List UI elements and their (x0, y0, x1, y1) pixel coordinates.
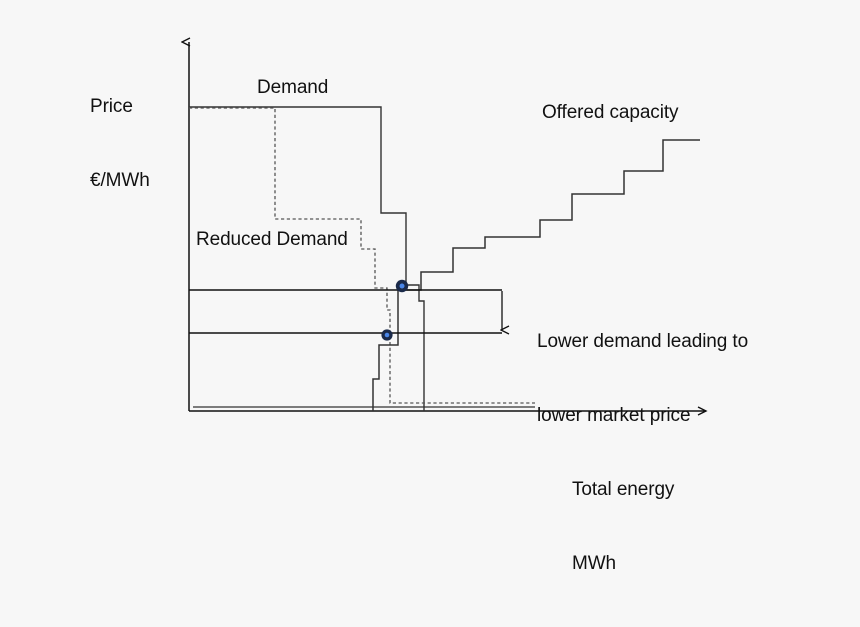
y-axis-label-line2: €/MWh (90, 170, 150, 192)
demand-curve (189, 106, 425, 411)
market-clearing-diagram (0, 0, 708, 416)
diagram-canvas: Price €/MWh Total energy MWh Demand Redu… (0, 0, 748, 574)
offered-capacity-label: Offered capacity (542, 102, 679, 123)
reduced-demand-curve (189, 107, 535, 404)
price-drop-annotation: Lower demand leading to lower market pri… (537, 281, 748, 479)
price-drop-annotation-line2: lower market price (537, 405, 691, 427)
axis-group (189, 42, 708, 416)
x-axis-label-line1: Total energy (572, 479, 675, 501)
offered-capacity-curve (372, 139, 700, 411)
equilibrium-point-reduced (381, 329, 393, 341)
demand-curve-label: Demand (257, 77, 329, 98)
equilibrium-markers (381, 279, 409, 341)
x-axis-label-line2: MWh (572, 553, 617, 575)
y-axis-label: Price €/MWh (90, 46, 150, 244)
reduced-demand-curve-label: Reduced Demand (196, 229, 348, 250)
price-drop-annotation-line1: Lower demand leading to (537, 331, 749, 353)
equilibrium-point-original (395, 279, 409, 293)
price-level-lines (189, 289, 502, 334)
y-axis-label-line1: Price (90, 96, 133, 118)
